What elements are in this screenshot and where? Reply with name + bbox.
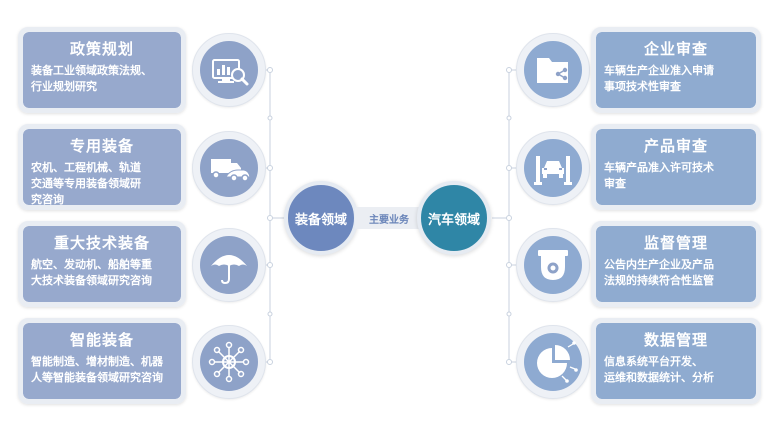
folder-share-icon [537, 58, 568, 83]
card-supervision-management: 监督管理 公告内生产企业及产品 法规的持续符合性监管 [591, 221, 761, 307]
major-equipment-icon-circle [192, 228, 266, 302]
card-description: 智能制造、增材制造、机器 人等智能装备领域研究咨询 [31, 355, 163, 384]
card-title: 监督管理 [643, 234, 708, 252]
card-description: 航空、发动机、船舶等重 大技术装备领域研究咨询 [31, 258, 152, 287]
supervision-icon-circle [516, 228, 590, 302]
special-equipment-icon-circle [192, 131, 266, 205]
product-review-icon-circle [516, 131, 590, 205]
card-major-technical-equipment: 重大技术装备 航空、发动机、船舶等重 大技术装备领域研究咨询 [18, 221, 186, 307]
card-title: 数据管理 [643, 331, 708, 349]
network-nodes-icon [208, 341, 250, 383]
card-title: 智能装备 [69, 331, 134, 349]
policy-icon-circle [192, 33, 266, 107]
pie-chart-icon [537, 341, 578, 383]
monitor-magnifier-icon [212, 59, 249, 86]
card-title: 产品审查 [643, 137, 708, 155]
hub-label: 汽车领域 [427, 212, 480, 228]
car-lift-icon [534, 156, 572, 185]
card-data-management: 数据管理 信息系统平台开发、 运维和数据统计、分析 [591, 318, 761, 404]
card-description: 信息系统平台开发、 运维和数据统计、分析 [604, 355, 714, 384]
card-description: 装备工业领域政策法规、 行业规划研究 [31, 64, 152, 93]
card-title: 政策规划 [69, 40, 134, 58]
enterprise-review-icon-circle [516, 33, 590, 107]
truck-car-icon [211, 159, 251, 182]
card-description: 公告内生产企业及产品 法规的持续符合性监管 [604, 258, 714, 287]
card-title: 重大技术装备 [53, 234, 150, 252]
hub-label: 装备领域 [294, 212, 347, 228]
data-management-icon-circle [516, 325, 590, 399]
card-description: 农机、工程机械、轨道 交通等专用装备领域研 究咨询 [31, 161, 141, 206]
bridge-label: 主要业务 [369, 214, 409, 226]
intelligent-equipment-icon-circle [192, 325, 266, 399]
card-intelligent-equipment: 智能装备 智能制造、增材制造、机器 人等智能装备领域研究咨询 [18, 318, 186, 404]
card-description: 车辆生产企业准入申请 事项技术性审查 [604, 64, 714, 93]
main-business-bridge: 主要业务 [355, 207, 423, 229]
dome-camera-icon [538, 250, 568, 280]
umbrella-icon [211, 255, 247, 285]
card-special-equipment: 专用装备 农机、工程机械、轨道 交通等专用装备领域研 究咨询 [18, 124, 186, 210]
card-product-review: 产品审查 车辆产品准入许可技术 审查 [591, 124, 761, 210]
card-description: 车辆产品准入许可技术 审查 [604, 161, 714, 190]
card-enterprise-review: 企业审查 车辆生产企业准入申请 事项技术性审查 [591, 27, 761, 113]
card-title: 专用装备 [69, 137, 134, 155]
equipment-domain-hub: 装备领域 [284, 181, 358, 255]
automotive-domain-hub: 汽车领域 [417, 181, 491, 255]
card-policy-planning: 政策规划 装备工业领域政策法规、 行业规划研究 [18, 27, 186, 113]
card-title: 企业审查 [643, 40, 708, 58]
